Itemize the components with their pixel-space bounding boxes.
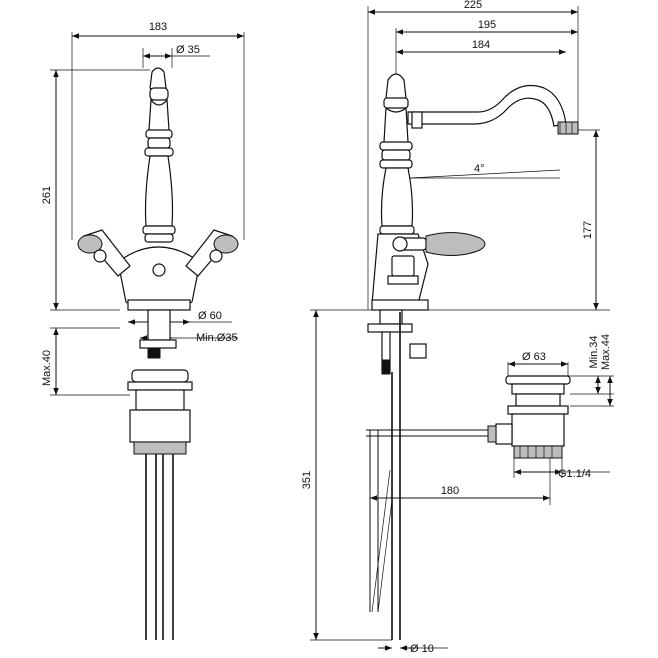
side-view: 225 195 184 4° 177 (301, 0, 610, 655)
dim-side-tail-length: 351 (301, 471, 313, 489)
dim-side-angle: 4° (474, 163, 485, 175)
front-left-handle (77, 229, 131, 277)
dim-waste-dia: Ø 63 (522, 351, 546, 363)
dim-front-base-dia: Ø 60 (198, 310, 222, 322)
front-shank (127, 309, 193, 640)
side-spout (407, 85, 579, 135)
dim-front-max-thickness: Max.40 (41, 350, 53, 386)
dim-front-handle-dia: Ø 35 (176, 44, 200, 56)
dim-waste-thread: G1.1/4 (558, 468, 591, 480)
dim-front-hole-dia: Min.Ø35 (196, 332, 238, 344)
dim-front-width: 183 (149, 21, 167, 33)
dim-side-spout-height: 177 (582, 221, 594, 239)
dim-side-tail-dia: Ø 10 (410, 643, 434, 655)
dim-waste-rod-length: 180 (441, 485, 459, 497)
side-lever-handle (387, 232, 486, 285)
side-tail-pipes (366, 309, 500, 640)
dim-side-width-195: 195 (478, 19, 496, 31)
dim-waste-max: Max.44 (600, 334, 612, 370)
dim-waste-min: Min.34 (588, 335, 600, 368)
dim-side-total-width: 225 (464, 0, 482, 11)
waste-valve: Ø 63 Min.34 Max.44 G1.1/4 (487, 334, 614, 480)
dim-front-height: 261 (41, 186, 53, 204)
dim-side-width-184: 184 (472, 39, 490, 51)
front-faucet-body (117, 67, 201, 312)
front-right-handle (185, 229, 239, 277)
front-view: 183 Ø 35 261 Max.40 Ø 60 Min.Ø35 (41, 21, 245, 640)
